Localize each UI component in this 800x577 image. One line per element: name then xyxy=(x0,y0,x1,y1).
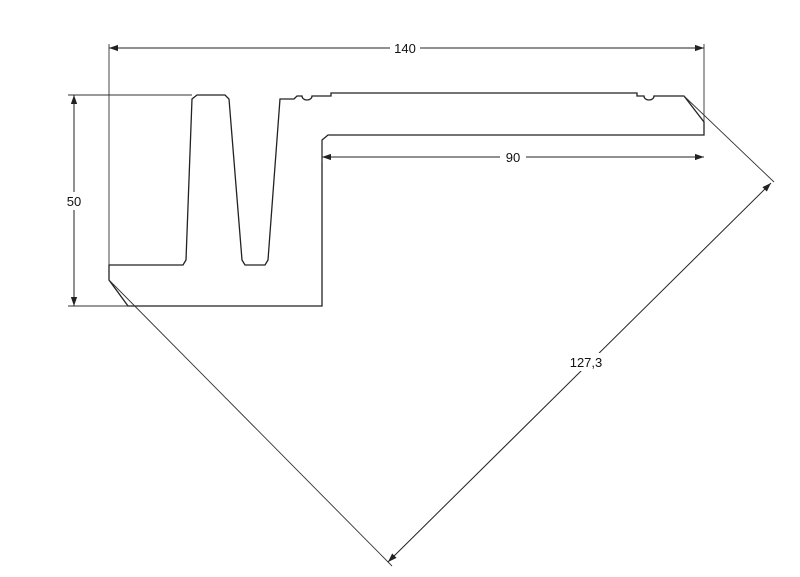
dimension-label-140: 140 xyxy=(394,41,416,56)
dimension-height: 50 xyxy=(62,95,86,306)
dimension-label-90: 90 xyxy=(506,150,520,165)
profile-outline xyxy=(108,92,705,307)
dimension-diagonal: 127,3 xyxy=(387,182,772,563)
dimension-overall-width: 140 xyxy=(109,39,704,57)
extension-line-diagonal-a xyxy=(683,95,775,183)
dimension-label-127-3: 127,3 xyxy=(570,355,603,370)
extension-line-diagonal-b xyxy=(108,279,393,567)
dimension-flange-width: 90 xyxy=(322,148,704,166)
dimension-label-50: 50 xyxy=(67,194,81,209)
